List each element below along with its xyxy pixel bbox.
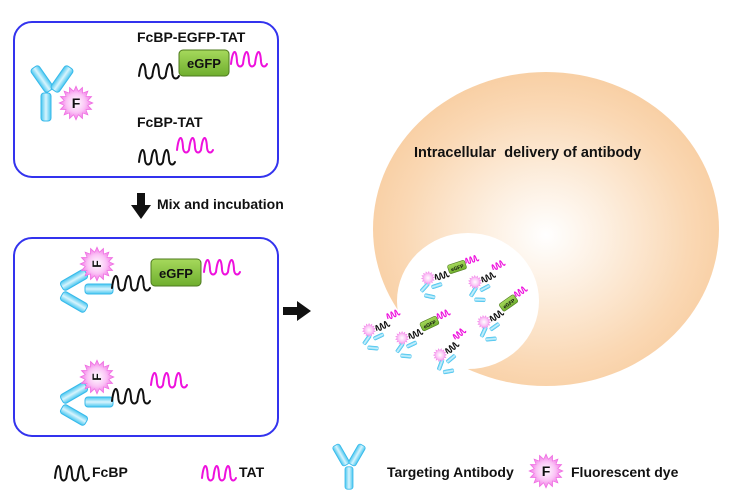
endosome-pocket [397,233,539,369]
tat-wave-icon [436,309,451,320]
fluorescent-dye-icon: F [58,85,94,121]
antibody-with-dye: F [29,64,94,122]
fluorescent-dye-icon [421,271,435,285]
dye-letter: F [542,463,551,479]
bottom-panel: F eGFP F [13,237,279,437]
egfp-box [447,260,467,274]
egfp-label: eGFP [187,56,221,71]
tat-wave-icon [452,328,467,340]
tat-wave-icon [150,371,188,389]
mini-complex-egfp: eGFP [477,286,528,342]
egfp-box: eGFP [150,258,202,287]
tat-wave-icon [386,309,401,320]
construct-label-fcbp-egfp-tat: FcBP-EGFP-TAT [137,29,246,45]
fluorescent-dye-icon [362,322,376,338]
fcbp-wave-icon [54,464,90,482]
tat-wave-icon [491,260,506,271]
egfp-box [499,294,519,312]
tat-wave-icon [176,137,214,154]
internalized-complexes: eGFP eGFP eGFP [362,255,528,375]
egfp-label: eGFP [423,319,438,330]
fluorescent-dye-icon [395,330,409,346]
fcbp-wave-icon [138,149,176,166]
fluorescent-dye-icon: F [528,453,564,489]
construct-label-fcbp-tat: FcBP-TAT [137,114,203,130]
complex-antibody-fcbp-egfp-tat: F eGFP [58,246,241,314]
egfp-label: eGFP [159,266,193,281]
fcbp-wave-icon [445,342,460,354]
legend-item-fcbp: FcBP [54,464,128,482]
fcbp-wave-icon [489,310,505,322]
construct-fcbp-tat [138,137,214,166]
legend-item-antibody: Targeting Antibody [331,442,514,490]
top-panel-border [13,21,279,178]
legend-label-fcbp: FcBP [92,464,128,480]
bottom-panel-border [13,237,279,437]
dye-letter: F [90,260,104,267]
fluorescent-dye-icon [433,348,447,362]
tat-wave-icon [230,51,268,68]
fcbp-wave-icon [481,272,497,283]
mini-complex [468,260,506,303]
tat-wave-icon [203,258,241,276]
tat-wave-icon [513,286,528,298]
cell: Intracellular delivery of antibody [373,72,719,390]
down-arrow-icon [131,193,151,219]
complex-antibody-fcbp-tat: F [58,359,188,427]
fluorescent-dye-icon: F [79,359,115,395]
dye-letter: F [90,373,104,380]
dye-letter: F [72,95,81,111]
tat-wave-icon [465,255,480,265]
fcbp-wave-icon [408,329,424,339]
fcbp-wave-icon [111,274,151,292]
legend-label-tat: TAT [239,464,265,480]
fcbp-wave-icon [111,387,151,405]
fcbp-wave-icon [375,321,391,331]
fluorescent-dye-icon [468,275,482,289]
cell-label: Intracellular delivery of antibody [414,145,641,161]
mini-complex [362,309,401,351]
mini-complex [433,328,467,375]
mini-complex-egfp: eGFP [419,255,480,300]
top-panel: F FcBP-EGFP-TAT eGFP FcBP-TAT [13,21,279,178]
legend-label-antibody: Targeting Antibody [387,464,514,480]
legend-label-dye: Fluorescent dye [571,464,679,480]
construct-fcbp-egfp-tat: eGFP [138,49,268,80]
fluorescent-dye-icon: F [79,246,115,282]
egfp-box: eGFP [178,49,230,77]
mix-step-label: Mix and incubation [157,196,284,212]
fluorescent-dye-icon [477,315,491,329]
egfp-box [419,316,440,332]
mix-step: Mix and incubation [131,193,284,219]
fcbp-wave-icon [434,270,450,281]
fcbp-wave-icon [138,63,180,80]
egfp-label: eGFP [450,263,465,273]
right-arrow-icon [283,301,311,321]
legend: FcBP TAT Targeting Antibody F Fluorescen… [54,442,679,490]
legend-item-dye: F Fluorescent dye [528,453,679,489]
tat-wave-icon [201,464,237,482]
mini-complex-egfp: eGFP [395,309,451,359]
legend-item-tat: TAT [201,464,265,482]
antibody-icon [331,442,367,490]
